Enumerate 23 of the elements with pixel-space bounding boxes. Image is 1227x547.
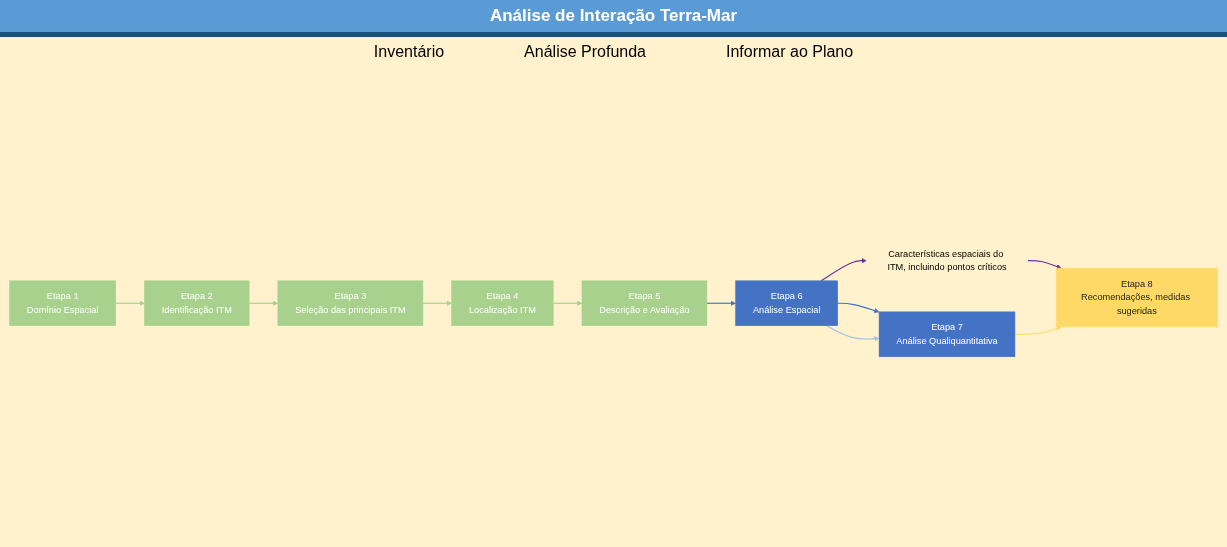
stage-heading: Inventário [373, 43, 445, 61]
node-box: Etapa 8 Recomendações, medidas sugeridas [1056, 267, 1218, 327]
node-box: Etapa 2 Identificação ITM [144, 280, 250, 326]
title-bar: Análise de Interação Terra-Mar [0, 0, 1227, 37]
arrow [552, 300, 583, 306]
arrow [115, 300, 145, 306]
stage-heading: Informar ao Plano [725, 43, 854, 61]
node-box: Etapa 1 Domínio Espacial [9, 280, 117, 326]
node-box: Etapa 6 Análise Espacial [735, 280, 838, 326]
node-text: Características espaciais do ITM, incluindo pontos críticos [887, 248, 1007, 272]
arrow [706, 300, 736, 306]
arrow [422, 300, 452, 306]
arrow [248, 300, 279, 306]
node-box: Etapa 7 Análise Qualiquantitativa [878, 311, 1016, 357]
arrow [825, 324, 880, 341]
node-box: Etapa 4 Localização ITM [451, 280, 554, 326]
node-box: Etapa 5 Descrição e Avaliação [581, 280, 708, 326]
node-box: Etapa 3 Seleção das principais ITM [277, 280, 424, 326]
arrow [837, 302, 880, 313]
stage-heading: Análise Profunda [524, 43, 646, 61]
arrow [820, 257, 867, 281]
arrow [1026, 259, 1062, 269]
arrow [1014, 325, 1062, 335]
